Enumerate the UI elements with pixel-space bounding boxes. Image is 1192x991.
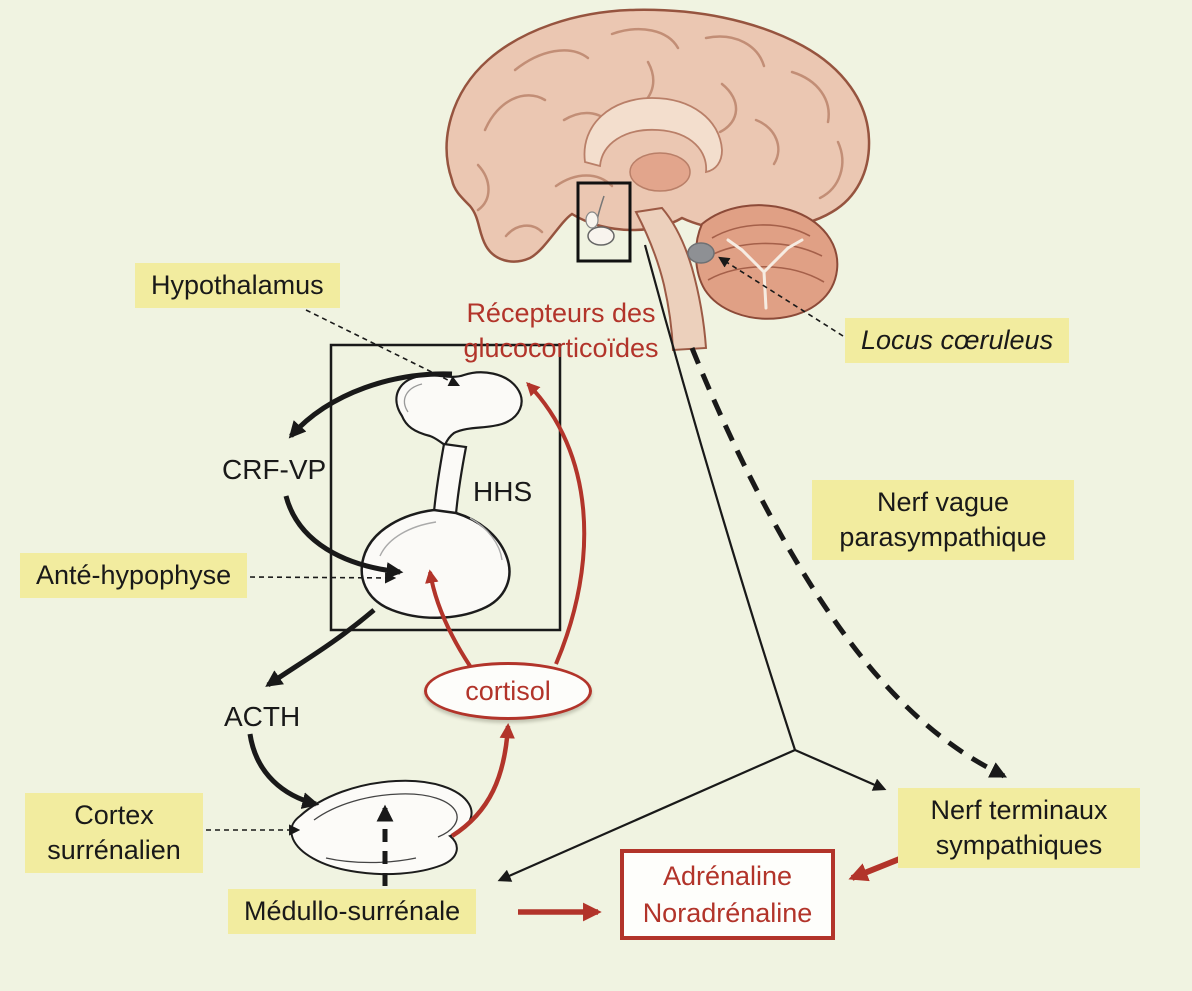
arrow-hypothalamus-to-crf	[288, 371, 453, 439]
thalamus	[629, 152, 691, 192]
label-nerf-terminaux: Nerf terminaux sympathiques	[898, 788, 1140, 869]
adrenaline-line2: Noradrénaline	[642, 897, 813, 928]
brain-illustration	[445, 8, 871, 352]
cortisol-oval: cortisol	[424, 662, 592, 720]
arrow-cortisol-to-pituitary	[425, 569, 472, 668]
label-locus-coeruleus: Locus cœruleus	[845, 318, 1070, 364]
arrow-sympathetic-to-medullo	[497, 748, 796, 882]
arrow-label-hypothalamus	[305, 309, 461, 387]
arrow-vagus-nerve	[689, 347, 1008, 779]
label-glucocorticoid-receptors-line2: glucocorticoïdes	[463, 333, 659, 364]
hypothalamus-small	[585, 211, 599, 229]
label-hypothalamus: Hypothalamus	[135, 263, 340, 309]
adrenal-gland-drawing	[290, 779, 473, 876]
label-acth: ACTH	[224, 701, 301, 732]
label-cortex-line1: Cortex	[74, 800, 154, 830]
connector-arrows	[206, 244, 1008, 922]
label-cortex-surrenalien: Cortex surrénalien	[25, 793, 203, 874]
corpus-callosum	[583, 97, 723, 174]
line-sympathetic-trunk	[643, 244, 797, 751]
label-glucocorticoid-receptors: Récepteurs des glucocorticoïdes	[438, 296, 684, 366]
label-nerf-vague-line1: Nerf vague	[876, 487, 1010, 517]
arrow-label-antehypophyse	[249, 572, 397, 584]
arrow-crf-to-pituitary	[283, 495, 404, 579]
label-nerf-terminaux-line1: Nerf terminaux	[930, 795, 1108, 825]
label-medullo-surrenale: Médullo-surrénale	[228, 889, 477, 935]
label-nerf-vague-line2: parasympathique	[839, 522, 1047, 553]
hhs-box-outline	[329, 343, 562, 632]
label-nerf-vague: Nerf vague parasympathique	[812, 480, 1074, 561]
arrow-acth-to-adrenal	[247, 733, 320, 809]
adrenaline-line1: Adrénaline	[662, 861, 793, 892]
label-ante-hypophyse: Anté-hypophyse	[20, 553, 248, 599]
adrenaline-box: Adrénaline Noradrénaline	[620, 849, 835, 940]
label-nerf-terminaux-line2: sympathiques	[935, 830, 1103, 861]
arrow-nerf-to-adrenaline	[848, 855, 904, 882]
locus-coeruleus-dot	[687, 242, 715, 264]
arrow-label-locus	[718, 256, 844, 337]
label-crf-vp: CRF-VP	[222, 454, 327, 485]
pituitary-region-frame	[576, 181, 632, 263]
pituitary-gland-small	[587, 226, 615, 246]
arrow-adrenal-to-cortisol	[450, 722, 515, 838]
arbor-vitae	[726, 238, 804, 310]
hypothalamus-pituitary-drawing	[360, 371, 523, 619]
arrow-cortisol-to-receptors	[526, 382, 587, 665]
brainstem	[634, 206, 708, 352]
cerebellum-folia	[705, 224, 825, 283]
label-hhs: HHS	[473, 476, 533, 507]
cerebellum	[694, 204, 839, 320]
label-cortex-line2: surrénalien	[47, 835, 181, 866]
arrow-pituitary-to-acth	[265, 608, 376, 688]
label-glucocorticoid-receptors-line1: Récepteurs des	[466, 298, 656, 328]
arrow-sympathetic-to-nerf	[794, 748, 887, 791]
